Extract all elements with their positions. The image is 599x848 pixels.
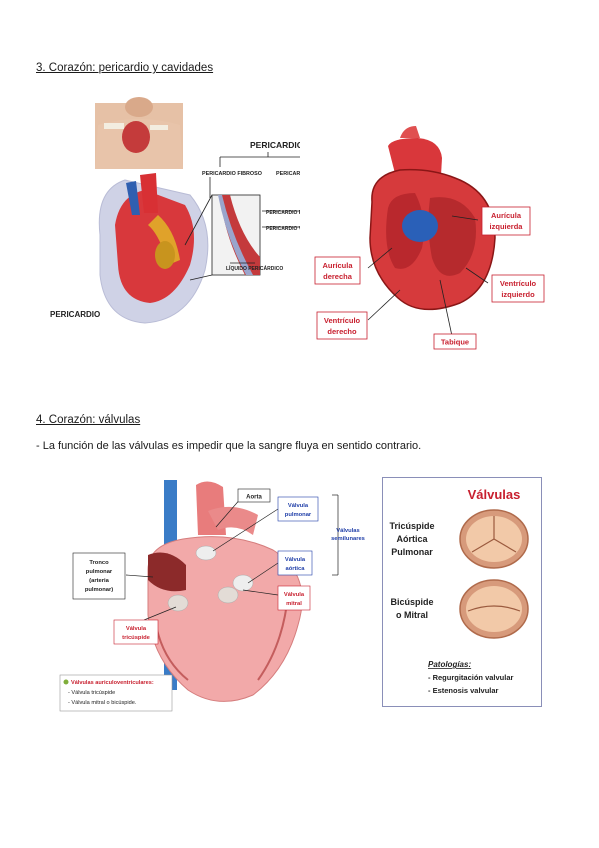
valves-card-figure: Válvulas Tricúspide Aórtica Pulmonar Bic… xyxy=(382,477,542,707)
pericardio-title-label: PERICARDIO xyxy=(250,140,304,150)
regurgitacion-label: - Regurgitación valvular xyxy=(428,673,514,682)
svg-text:aórtica: aórtica xyxy=(285,566,305,572)
svg-text:tricúspide: tricúspide xyxy=(122,635,150,641)
pulmonar-label: Pulmonar xyxy=(391,547,433,557)
label-auricula-izquierda: Aurícula izquierda xyxy=(481,206,531,236)
tricuspide-label: Tricúspide xyxy=(389,521,434,531)
svg-text:izquierdo: izquierdo xyxy=(501,290,535,299)
pericardio-bottom-label: PERICARDIO xyxy=(50,310,100,319)
svg-text:pulmonar: pulmonar xyxy=(86,569,113,575)
pericardio-parietal-label: PERICARDIO PARIETAL xyxy=(266,210,323,216)
svg-text:Válvula: Válvula xyxy=(126,626,147,632)
svg-text:mitral: mitral xyxy=(286,601,302,607)
svg-text:(arteria: (arteria xyxy=(89,578,109,584)
svg-text:- Válvula tricúspide: - Válvula tricúspide xyxy=(68,690,115,696)
label-valvula-aortica: Válvula aórtica xyxy=(277,550,313,576)
label-ventriculo-izquierdo: Ventrículo izquierdo xyxy=(491,274,545,303)
label-aorta: Aorta xyxy=(237,488,271,503)
heart-valves-figure: Aorta Válvula pulmonar Válvulas semiluna… xyxy=(59,480,365,712)
tricuspid-valve-image xyxy=(459,509,529,569)
svg-text:Aurícula: Aurícula xyxy=(322,261,353,270)
chamber-pointer-lines xyxy=(367,215,489,337)
av-valves-legend: Válvulas auriculoventriculares: - Válvul… xyxy=(59,674,173,712)
svg-text:Válvula: Válvula xyxy=(285,557,306,563)
svg-text:Ventrículo: Ventrículo xyxy=(500,279,537,288)
label-auricula-derecha: Aurícula derecha xyxy=(314,256,361,285)
valves-card-title: Válvulas xyxy=(468,487,521,502)
heart-pericardium-image xyxy=(98,173,209,324)
svg-text:Válvulas: Válvulas xyxy=(336,528,360,534)
valves-function-paragraph: - La función de las válvulas es impedir … xyxy=(36,440,422,452)
svg-text:pulmonar): pulmonar) xyxy=(85,587,113,593)
label-valvulas-semilunares: Válvulas semilunares xyxy=(331,528,365,542)
pericardium-zoom-box xyxy=(184,194,261,281)
bicuspide-label: Bicúspide xyxy=(390,597,433,607)
svg-text:Válvula: Válvula xyxy=(284,592,305,598)
label-valvula-pulmonar: Válvula pulmonar xyxy=(277,496,319,522)
label-tabique: Tabique xyxy=(433,333,477,350)
section-4-heading: 4. Corazón: válvulas xyxy=(36,414,141,426)
green-bullet-icon xyxy=(63,679,69,685)
svg-text:semilunares: semilunares xyxy=(331,536,365,542)
pericardio-visceral-label: PERICARDIO VISCERAL xyxy=(266,226,324,232)
svg-text:- Válvula mitral o bicúspide.: - Válvula mitral o bicúspide. xyxy=(68,700,137,706)
heart-section-image xyxy=(369,126,496,311)
o-mitral-label: o Mitral xyxy=(396,610,428,620)
svg-text:Aorta: Aorta xyxy=(246,495,262,501)
pericardium-figure: PERICARDIO PERICARDIO FIBROSO PERICARDIO… xyxy=(50,97,341,324)
patologias-label: Patologías: xyxy=(428,660,471,669)
svg-text:Válvulas auriculoventriculares: Válvulas auriculoventriculares: xyxy=(71,680,154,686)
svg-text:Tabique: Tabique xyxy=(441,338,469,347)
svg-text:Tronco: Tronco xyxy=(89,560,109,566)
svg-text:Aurícula: Aurícula xyxy=(491,211,522,220)
svg-text:izquierda: izquierda xyxy=(490,222,524,231)
svg-text:Ventrículo: Ventrículo xyxy=(324,316,361,325)
pericardio-fibroso-label: PERICARDIO FIBROSO xyxy=(202,171,262,177)
label-valvula-mitral: Válvula mitral xyxy=(277,585,311,611)
section-3-heading: 3. Corazón: pericardio y cavidades xyxy=(36,62,214,74)
label-valvula-tricuspide: Válvula tricúspide xyxy=(113,619,159,645)
label-tronco-pulmonar: Tronco pulmonar (arteria pulmonar) xyxy=(72,552,126,600)
bicuspid-valve-image xyxy=(459,579,529,639)
svg-text:Válvula: Válvula xyxy=(288,503,309,509)
heart-valves-image xyxy=(147,480,303,702)
label-ventriculo-derecho: Ventrículo derecho xyxy=(316,311,368,340)
svg-text:pulmonar: pulmonar xyxy=(285,512,312,518)
svg-text:derecha: derecha xyxy=(323,272,353,281)
liquido-pericardico-label: LÍQUIDO PERICÁRDICO xyxy=(226,264,283,272)
svg-text:derecho: derecho xyxy=(327,327,357,336)
aortica-label: Aórtica xyxy=(396,534,428,544)
heart-chambers-figure: Aurícula izquierda Aurícula derecha Vent… xyxy=(300,98,554,356)
valve-pointer-lines xyxy=(125,494,339,621)
torso-image xyxy=(95,97,183,169)
estenosis-label: - Estenosis valvular xyxy=(428,686,499,695)
